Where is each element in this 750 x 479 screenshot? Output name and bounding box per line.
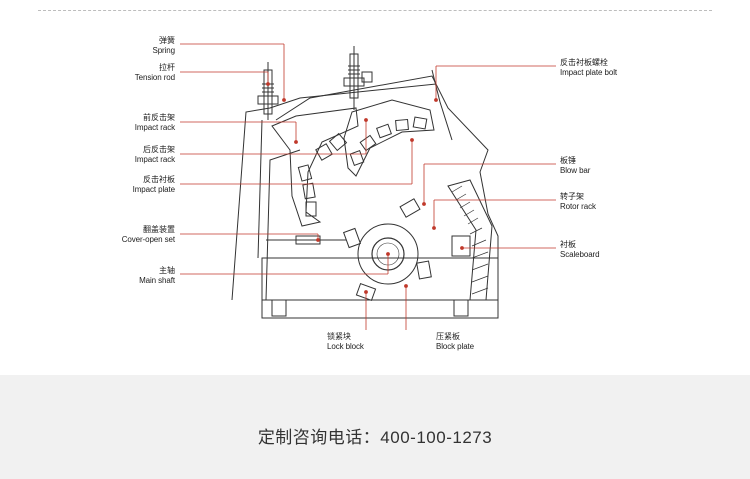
- blow-bars: [342, 198, 432, 302]
- consult-phone: 定制咨询电话：400-100-1273: [257, 428, 493, 447]
- impact-crusher-diagram: [180, 43, 556, 330]
- rear-impact-plates: [349, 116, 428, 166]
- scaleboard-box: [451, 235, 471, 257]
- right-hatched-wall: [447, 179, 493, 301]
- rotor-rack: [357, 223, 419, 285]
- front-impact-plates: [297, 132, 348, 217]
- leader-lines: [180, 43, 556, 330]
- crusher-drawing: [231, 46, 499, 319]
- top-dashed-rule: [38, 10, 712, 11]
- left-tension-rod: [257, 62, 279, 120]
- left-housing: [231, 83, 499, 301]
- cover-open-cylinder: [295, 235, 321, 245]
- footer-band: [0, 375, 750, 479]
- rear-impact-rack: [343, 99, 435, 177]
- right-tension-rod: [343, 46, 373, 110]
- base-frame: [261, 257, 499, 319]
- front-impact-rack: [271, 107, 359, 227]
